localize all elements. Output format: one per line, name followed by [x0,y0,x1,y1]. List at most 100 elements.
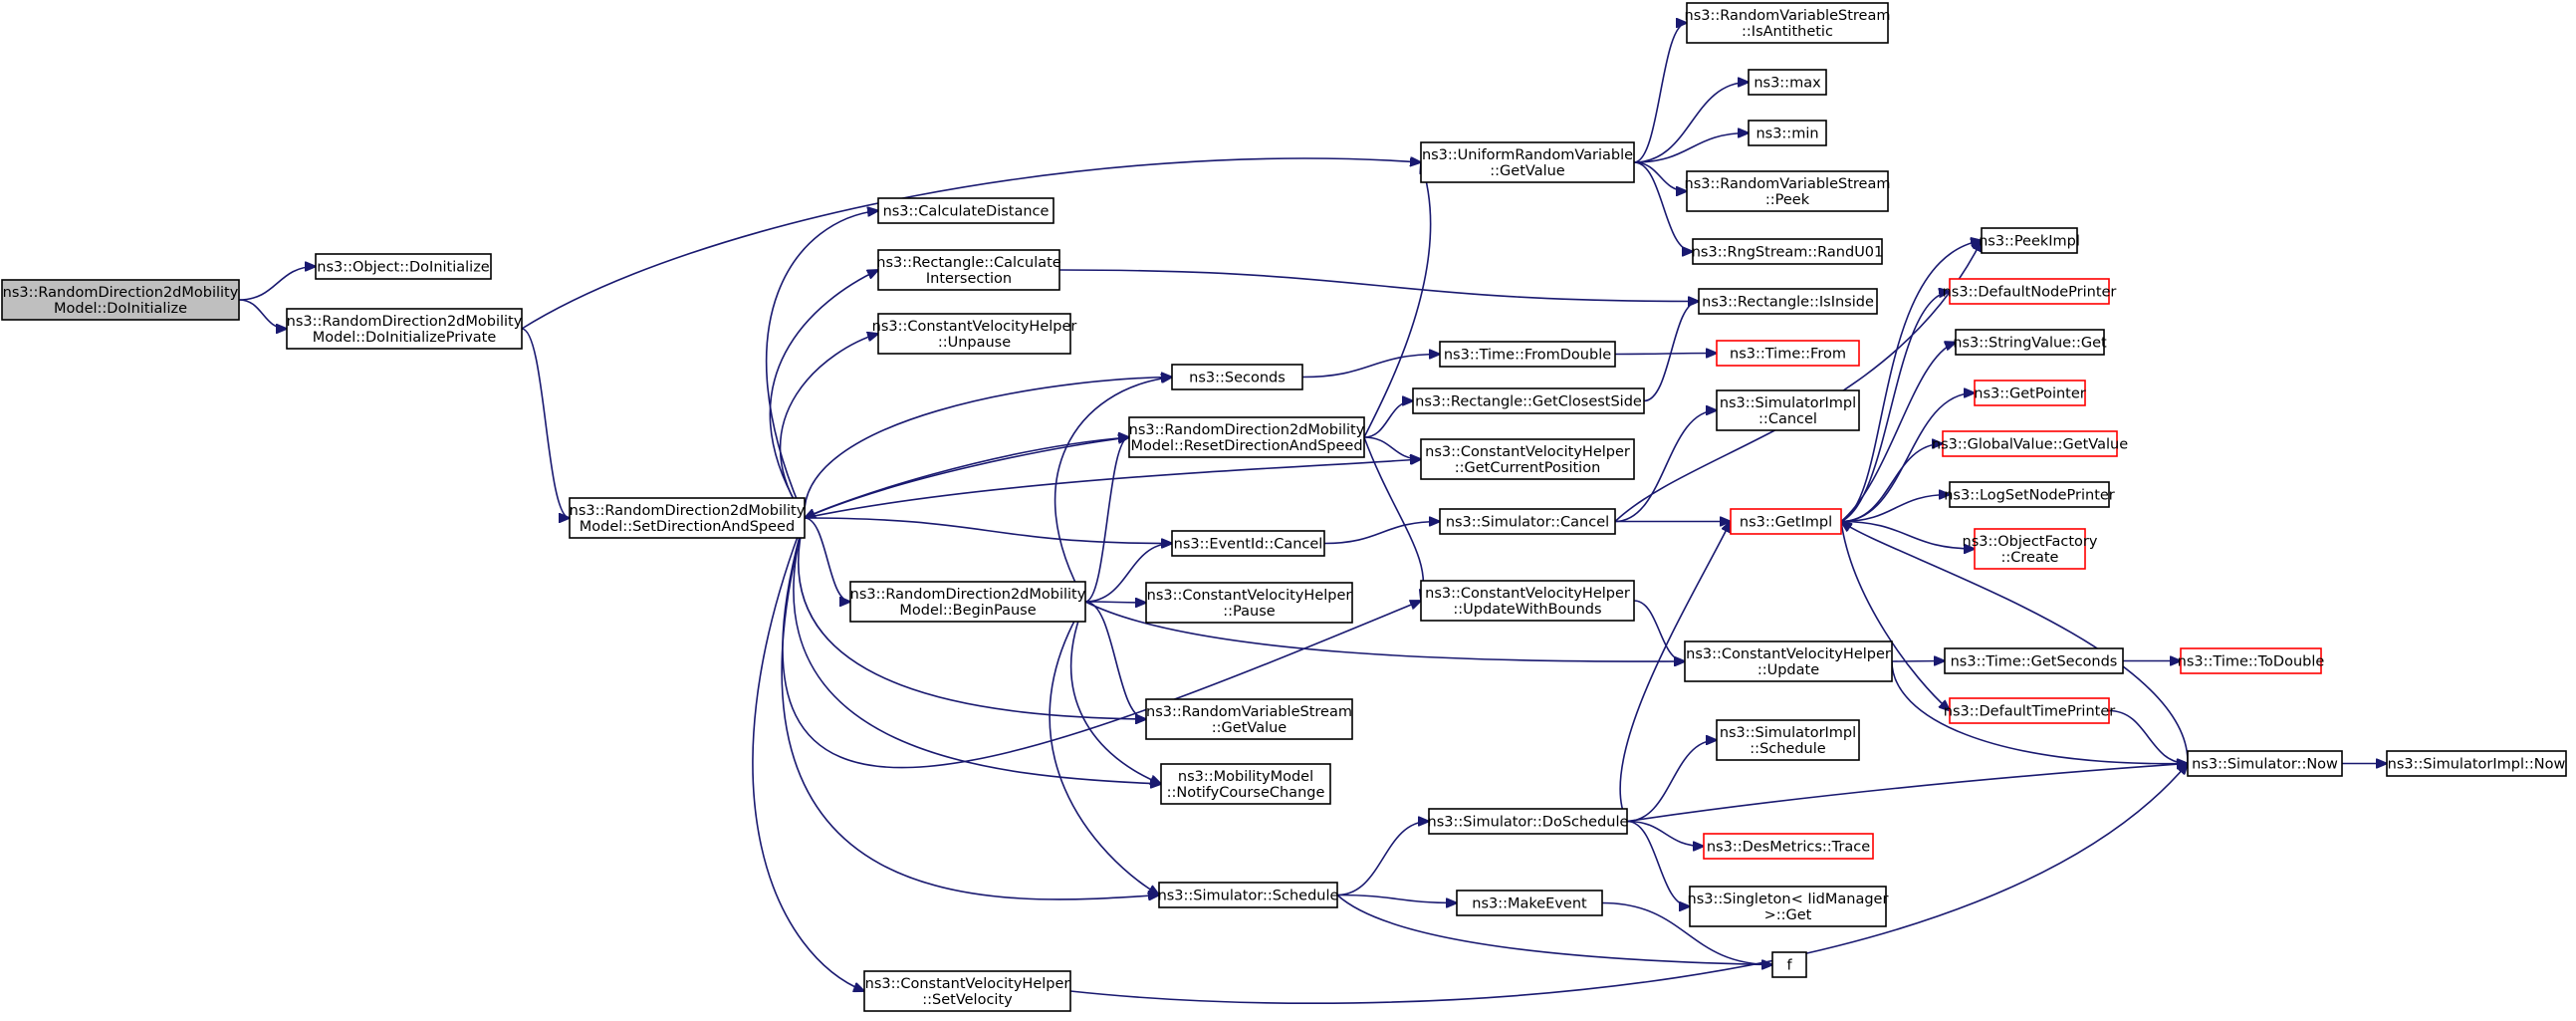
node-f[interactable]: f [1771,951,1807,978]
edge-getimpl-to-defnodeprinter [1840,292,1950,523]
node-label: ns3::GetPointer [1974,386,2086,402]
node-label: ns3::Time::ToDouble [2178,654,2325,670]
node-label: ns3::min [1756,127,1818,142]
node-box [1,279,240,321]
node-label: ns3::Seconds [1189,371,1286,386]
node-calcdist[interactable]: ns3::CalculateDistance [877,197,1054,224]
edge-setdir-to-rvsgetval [798,517,1146,719]
node-objfactory[interactable]: ns3::ObjectFactory::Create [1963,528,2098,570]
node-simcancel[interactable]: ns3::Simulator::Cancel [1439,508,1616,535]
node-notify[interactable]: ns3::MobilityModel::NotifyCourseChange [1160,763,1331,805]
node-reset[interactable]: ns3::RandomDirection2dMobilityModel::Res… [1128,416,1365,458]
node-label: Model::BeginPause [899,603,1036,619]
node-box [1981,227,2078,254]
edge-urvgetval-to-min [1633,133,1749,163]
edge-seconds-to-fromdouble [1301,355,1440,379]
edge-beginpause-to-evcancel [1084,544,1172,603]
node-label: ns3::GetImpl [1740,515,1832,531]
node-label: ns3::ObjectFactory [1963,534,2098,550]
node-globalval[interactable]: ns3::GlobalValue::GetValue [1932,430,2128,457]
edge-getimpl-to-logsetnode [1840,495,1950,523]
edge-setdir-to-beginpause [804,517,850,602]
edge-setdir-to-simsched [781,517,1159,899]
node-peek[interactable]: ns3::RandomVariableStream::Peek [1685,170,1891,212]
node-label: ::UpdateWithBounds [1453,602,1601,618]
node-getclosest[interactable]: ns3::Rectangle::GetClosestSide [1412,387,1645,414]
node-simnow[interactable]: ns3::Simulator::Now [2187,750,2343,777]
node-isanti[interactable]: ns3::RandomVariableStream::IsAntithetic [1685,2,1891,44]
node-box [1145,582,1353,624]
node-max[interactable]: ns3::max [1748,69,1827,96]
node-label: ::Pause [1223,604,1275,620]
node-updbounds[interactable]: ns3::ConstantVelocityHelper::UpdateWithB… [1420,580,1635,622]
node-label: ns3::SimulatorImpl::Now [2388,757,2566,773]
node-box [1942,430,2118,457]
node-box [286,308,523,350]
node-simimplnow[interactable]: ns3::SimulatorImpl::Now [2386,750,2567,777]
edge-dosched-to-desmetrics [1626,820,1704,847]
node-objdoinit[interactable]: ns3::Object::DoInitialize [315,253,492,280]
node-simsched[interactable]: ns3::Simulator::Schedule [1158,882,1339,908]
node-simimplcancel[interactable]: ns3::SimulatorImpl::Cancel [1716,389,1860,431]
node-box [1716,719,1860,761]
node-min[interactable]: ns3::min [1748,120,1827,146]
node-label: ns3::Simulator::Schedule [1158,889,1339,904]
node-makeevent[interactable]: ns3::MakeEvent [1456,890,1603,916]
edge-cvhupdate-to-timegetsec [1891,661,1945,662]
node-box [1730,508,1842,535]
node-timefrom[interactable]: ns3::Time::From [1716,340,1860,367]
node-timetodouble[interactable]: ns3::Time::ToDouble [2178,647,2325,674]
node-label: ns3::ConstantVelocityHelper [1425,444,1630,460]
node-label: ns3::RandomDirection2dMobility [3,285,239,301]
edge-makeevent-to-f [1601,901,1772,965]
edge-cvhupdate-to-simnow [1891,660,2188,764]
node-box [877,249,1060,291]
node-box [1412,387,1645,414]
node-deftimeprinter[interactable]: ns3::DefaultTimePrinter [1944,697,2115,724]
node-box [1703,833,1874,860]
node-simimplsched[interactable]: ns3::SimulatorImpl::Schedule [1716,719,1860,761]
node-peekimpl[interactable]: ns3::PeekImpl [1979,227,2080,254]
edge-setdir-to-calcdist [766,211,878,519]
node-rvsgetval[interactable]: ns3::RandomVariableStream::GetValue [1145,698,1353,740]
node-box [1692,238,1883,265]
node-dosched[interactable]: ns3::Simulator::DoSchedule [1428,808,1629,835]
node-logsetnode[interactable]: ns3::LogSetNodePrinter [1944,481,2115,508]
node-doinitpriv[interactable]: ns3::RandomDirection2dMobilityModel::DoI… [286,308,523,350]
edge-dosched-to-getimpl [1619,522,1731,822]
node-urvgetval[interactable]: ns3::UniformRandomVariable::GetValue [1420,141,1635,183]
node-box [1145,698,1353,740]
node-getpointer[interactable]: ns3::GetPointer [1974,380,2086,406]
node-timegetsec[interactable]: ns3::Time::GetSeconds [1944,647,2124,674]
node-isinside[interactable]: ns3::Rectangle::IsInside [1698,288,1878,315]
node-beginpause[interactable]: ns3::RandomDirection2dMobilityModel::Beg… [849,581,1086,623]
node-cvhpause[interactable]: ns3::ConstantVelocityHelper::Pause [1145,582,1353,624]
node-defnodeprinter[interactable]: ns3::DefaultNodePrinter [1943,278,2117,305]
node-setvel[interactable]: ns3::ConstantVelocityHelper::SetVelocity [863,970,1071,1012]
node-cvhupdate[interactable]: ns3::ConstantVelocityHelper::Update [1684,640,1893,682]
node-randu01[interactable]: ns3::RngStream::RandU01 [1692,238,1884,265]
node-box [1974,380,2086,406]
node-fromdouble[interactable]: ns3::Time::FromDouble [1439,341,1616,368]
call-edges [238,23,2387,1004]
node-box [1698,288,1878,315]
node-getcurpos[interactable]: ns3::ConstantVelocityHelper::GetCurrentP… [1420,438,1635,480]
node-box [2187,750,2343,777]
edge-doinit-to-doinitpriv [238,299,287,329]
node-evcancel[interactable]: ns3::EventId::Cancel [1171,530,1325,557]
node-box [1949,481,2110,508]
node-strvalget[interactable]: ns3::StringValue::Get [1953,329,2107,356]
node-doinit[interactable]: ns3::RandomDirection2dMobilityModel::DoI… [1,279,240,321]
node-box [849,581,1086,623]
node-setdir[interactable]: ns3::RandomDirection2dMobilityModel::Set… [569,497,806,539]
node-getimpl[interactable]: ns3::GetImpl [1730,508,1842,535]
node-singleton[interactable]: ns3::Singleton< IidManager>::Get [1688,886,1889,927]
node-seconds[interactable]: ns3::Seconds [1171,364,1303,390]
node-box [1439,341,1616,368]
edge-reset-to-urvgetval [1363,162,1432,438]
node-box [1771,951,1807,978]
node-box [1420,580,1635,622]
node-cvhunpause[interactable]: ns3::ConstantVelocityHelper::Unpause [872,313,1077,355]
node-desmetrics[interactable]: ns3::DesMetrics::Trace [1703,833,1874,860]
